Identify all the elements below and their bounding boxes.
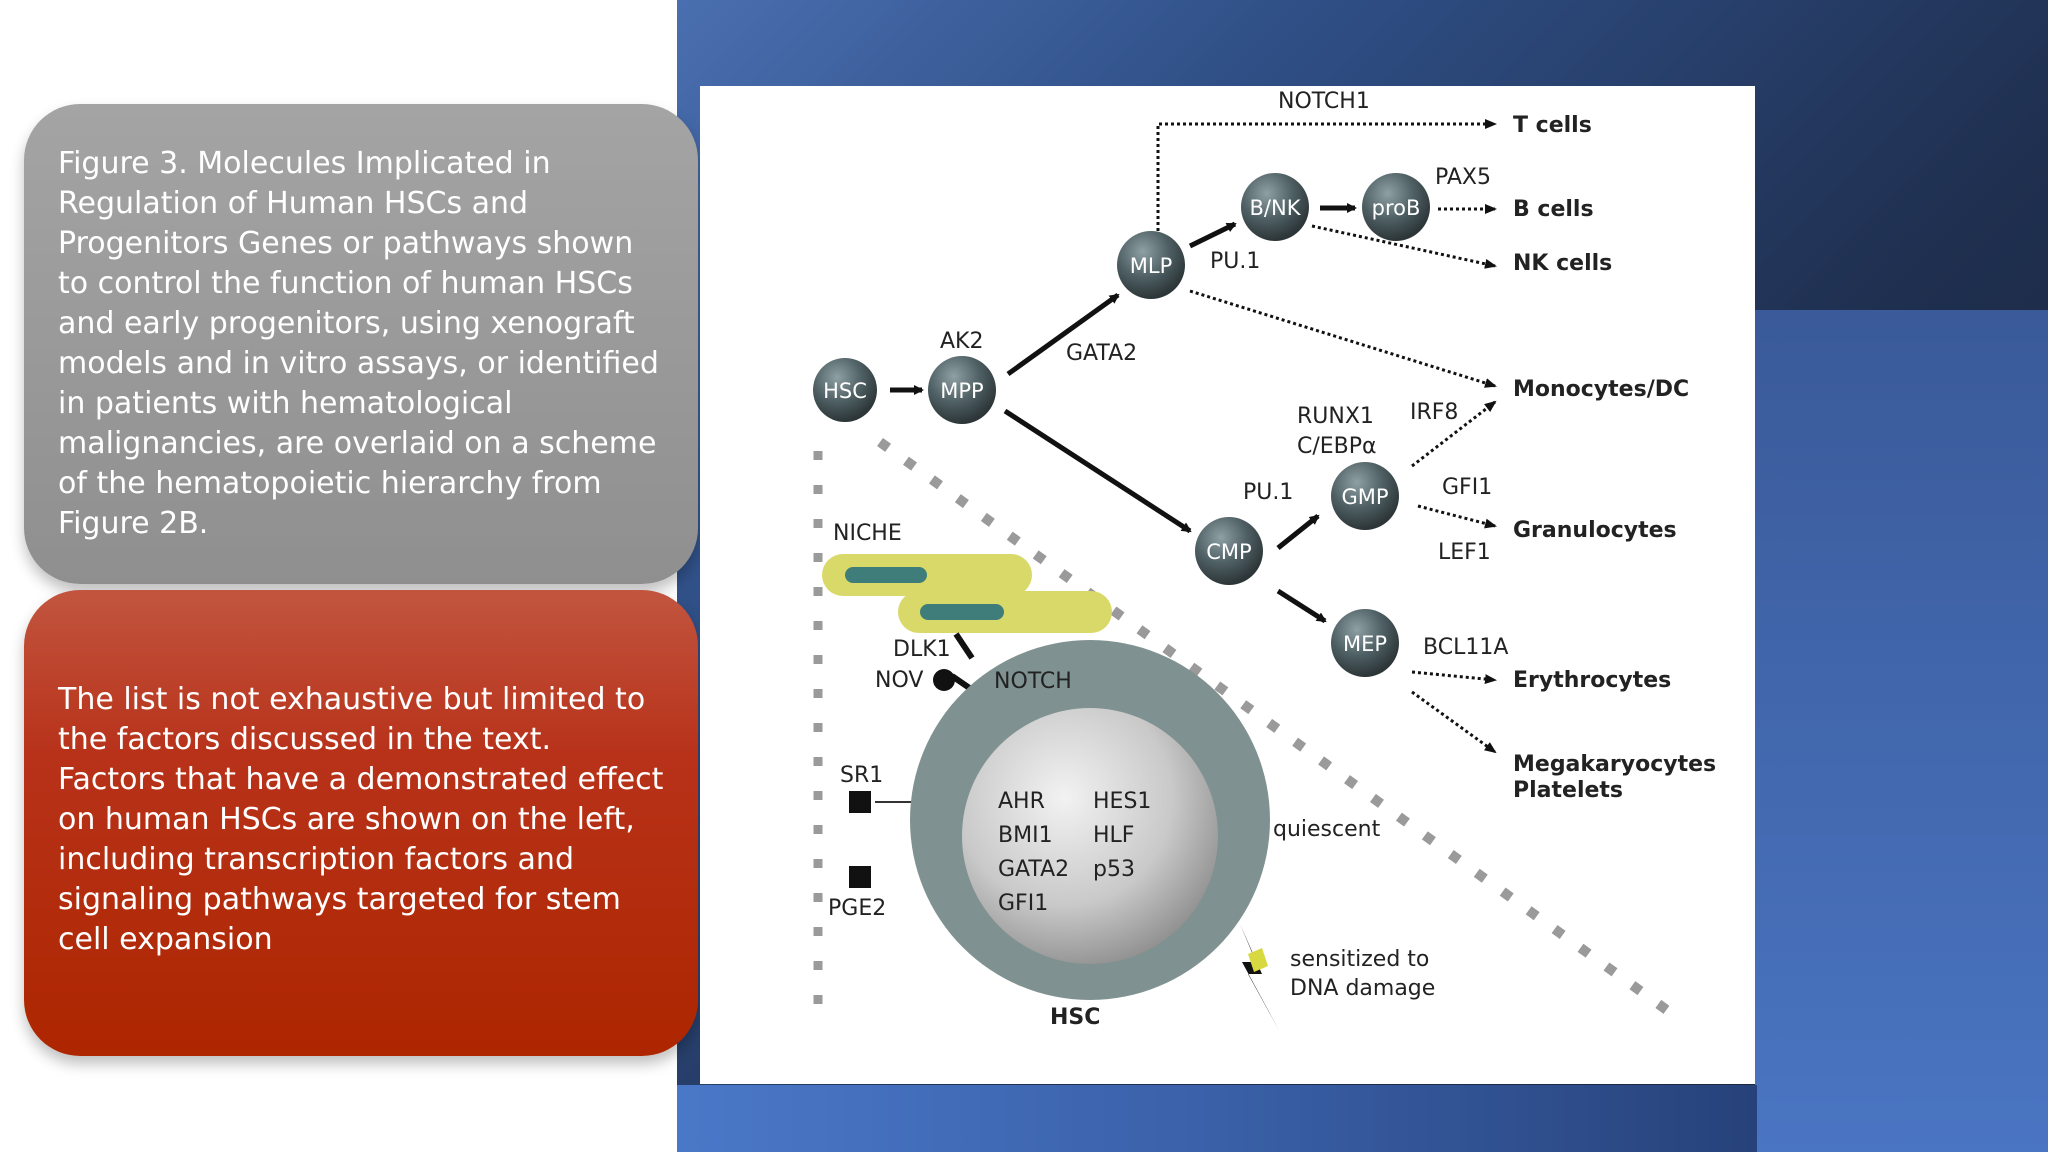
output-granulocytes: Granulocytes: [1513, 518, 1677, 543]
gene-hlf: HLF: [1093, 823, 1134, 848]
arrow-bnk-nkcells: [1311, 224, 1497, 269]
notch1-t-cell-path: [1156, 119, 1497, 231]
nov-dot: [933, 669, 955, 691]
label-pu1-mlp: PU.1: [1210, 249, 1260, 274]
label-dlk1: DLK1: [893, 637, 951, 662]
output-platelets: Platelets: [1513, 778, 1623, 803]
label-lef1: LEF1: [1438, 540, 1491, 565]
arrow-mpp-cmp: [1003, 408, 1192, 534]
node-gmp: GMP: [1331, 462, 1399, 530]
arrow-cmp-mep: [1276, 588, 1327, 624]
arrow-gmp-granulocytes: [1417, 504, 1497, 529]
label-hsc-cell: HSC: [1050, 1005, 1100, 1030]
caption-box: Figure 3. Molecules Implicated in Regula…: [24, 104, 698, 584]
label-cebpa: C/EBPα: [1297, 434, 1377, 459]
label-niche: NICHE: [833, 521, 902, 546]
label-pax5: PAX5: [1435, 165, 1491, 190]
output-monocytes: Monocytes/DC: [1513, 377, 1689, 402]
svg-text:MLP: MLP: [1130, 254, 1172, 278]
gene-gfi1: GFI1: [998, 891, 1048, 916]
gene-bmi1: BMI1: [998, 823, 1053, 848]
label-bcl11a: BCL11A: [1423, 635, 1508, 660]
svg-text:CMP: CMP: [1206, 540, 1251, 564]
arrow-mpp-mlp: [1006, 292, 1120, 377]
label-runx1: RUNX1: [1297, 404, 1374, 429]
label-gata2: GATA2: [1066, 341, 1137, 366]
svg-text:HSC: HSC: [823, 379, 867, 403]
niche-cell-1: [822, 554, 1032, 596]
node-cmp: CMP: [1195, 517, 1263, 585]
label-ak2: AK2: [940, 329, 983, 354]
node-mlp: MLP: [1117, 231, 1185, 299]
svg-text:MPP: MPP: [940, 379, 983, 403]
hsc-cell-inner: [962, 708, 1218, 964]
background-bottom-strip: [677, 1085, 1757, 1152]
note-text: The list is not exhaustive but limited t…: [58, 682, 664, 957]
node-bnk: B/NK: [1241, 173, 1309, 241]
label-pge2: PGE2: [828, 896, 886, 921]
svg-text:MEP: MEP: [1343, 632, 1387, 656]
arrow-mep-erythrocytes: [1411, 670, 1497, 685]
note-box: The list is not exhaustive but limited t…: [24, 590, 698, 1056]
label-dna-damage: DNA damage: [1290, 976, 1435, 1001]
sr1-square: [849, 791, 871, 813]
node-prob: proB: [1362, 173, 1430, 241]
output-nk-cells: NK cells: [1513, 251, 1612, 276]
caption-text: Figure 3. Molecules Implicated in Regula…: [58, 146, 659, 541]
node-hsc: HSC: [813, 358, 877, 422]
label-notch1: NOTCH1: [1278, 89, 1370, 114]
arrow-mep-megakaryocytes: [1411, 690, 1497, 754]
svg-text:B/NK: B/NK: [1250, 196, 1302, 220]
lightning-icon: [1240, 924, 1280, 1032]
arrow-cmp-gmp: [1276, 514, 1320, 550]
output-t-cells: T cells: [1513, 113, 1592, 138]
label-pu1-cmp: PU.1: [1243, 480, 1293, 505]
hematopoiesis-diagram: HSC MPP MLP B/NK proB CMP GMP MEP NOTCH1…: [813, 89, 1716, 1032]
node-mep: MEP: [1331, 609, 1399, 677]
gene-gata2: GATA2: [998, 857, 1069, 882]
gene-ahr: AHR: [998, 789, 1045, 814]
arrow-mlp-monocytes: [1189, 289, 1497, 388]
label-quiescent: quiescent: [1273, 817, 1381, 842]
svg-text:GMP: GMP: [1341, 485, 1388, 509]
label-sensitized: sensitized to: [1290, 947, 1429, 972]
label-sr1: SR1: [840, 763, 883, 788]
notch-connector: [953, 632, 975, 660]
node-mpp: MPP: [928, 356, 996, 424]
gene-p53: p53: [1093, 857, 1135, 882]
output-erythrocytes: Erythrocytes: [1513, 668, 1671, 693]
label-nov: NOV: [875, 668, 923, 693]
label-gfi1: GFI1: [1442, 475, 1492, 500]
niche-cell-2: [898, 591, 1112, 633]
separator-dotted-line: [877, 437, 1678, 1021]
gene-hes1: HES1: [1093, 789, 1151, 814]
figure-frame: HSC MPP MLP B/NK proB CMP GMP MEP NOTCH1…: [700, 86, 1755, 1084]
pge2-square: [849, 866, 871, 888]
label-irf8: IRF8: [1410, 400, 1458, 425]
output-b-cells: B cells: [1513, 197, 1594, 222]
svg-text:proB: proB: [1372, 196, 1421, 220]
arrow-mlp-bnk: [1188, 221, 1237, 249]
label-notch: NOTCH: [994, 669, 1072, 694]
background-accent: [1755, 310, 2048, 1152]
output-megakaryocytes: Megakaryocytes: [1513, 752, 1716, 777]
